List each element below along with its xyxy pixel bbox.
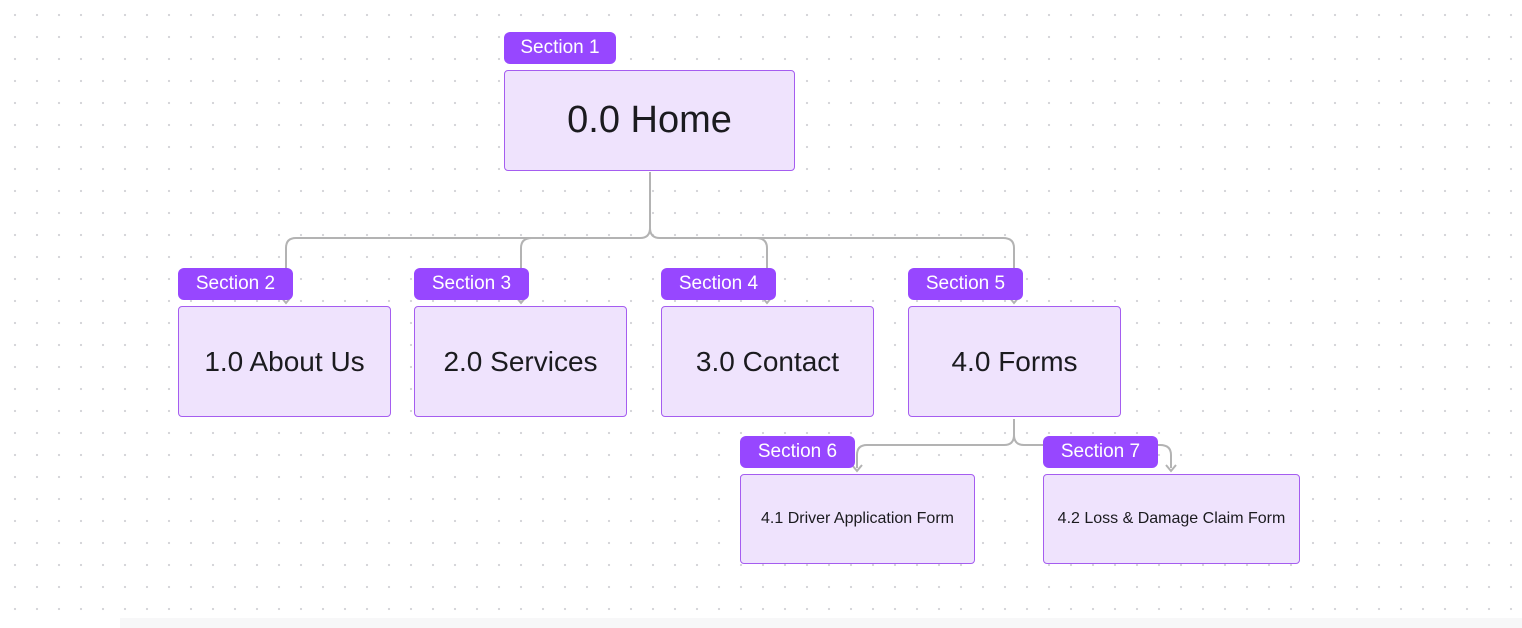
canvas-footer-strip [120, 618, 1522, 628]
node-loss-damage-claim-form-label: 4.2 Loss & Damage Claim Form [1057, 510, 1286, 527]
badge-section-1[interactable]: Section 1 [504, 32, 616, 64]
node-about-us[interactable]: 1.0 About Us [178, 306, 391, 417]
node-contact[interactable]: 3.0 Contact [661, 306, 874, 417]
node-forms[interactable]: 4.0 Forms [908, 306, 1121, 417]
badge-section-7[interactable]: Section 7 [1043, 436, 1158, 468]
badge-section-2[interactable]: Section 2 [178, 268, 293, 300]
badge-section-6-label: Section 6 [757, 441, 838, 462]
node-forms-label: 4.0 Forms [951, 345, 1078, 377]
connector-forms-driver [856, 419, 1015, 468]
badge-section-5[interactable]: Section 5 [908, 268, 1023, 300]
node-contact-label: 3.0 Contact [695, 345, 840, 377]
badge-section-1-label: Section 1 [520, 37, 600, 58]
badge-section-3[interactable]: Section 3 [414, 268, 529, 300]
node-loss-damage-claim-form[interactable]: 4.2 Loss & Damage Claim Form [1043, 474, 1300, 564]
badge-section-3-label: Section 3 [431, 273, 512, 294]
node-home[interactable]: 0.0 Home [504, 70, 795, 171]
node-driver-application-form[interactable]: 4.1 Driver Application Form [740, 474, 975, 564]
badge-section-4[interactable]: Section 4 [661, 268, 776, 300]
node-about-us-label: 1.0 About Us [204, 345, 365, 377]
node-services[interactable]: 2.0 Services [414, 306, 627, 417]
node-home-label: 0.0 Home [567, 99, 732, 141]
node-driver-application-form-label: 4.1 Driver Application Form [761, 510, 954, 527]
badge-section-5-label: Section 5 [925, 273, 1006, 294]
badge-section-4-label: Section 4 [678, 273, 759, 294]
badge-section-6[interactable]: Section 6 [740, 436, 855, 468]
node-services-label: 2.0 Services [443, 345, 598, 377]
connector-home-services [520, 237, 640, 296]
arrowhead-claim [1165, 464, 1177, 473]
badge-section-2-label: Section 2 [195, 273, 276, 294]
badge-section-7-label: Section 7 [1060, 441, 1141, 462]
